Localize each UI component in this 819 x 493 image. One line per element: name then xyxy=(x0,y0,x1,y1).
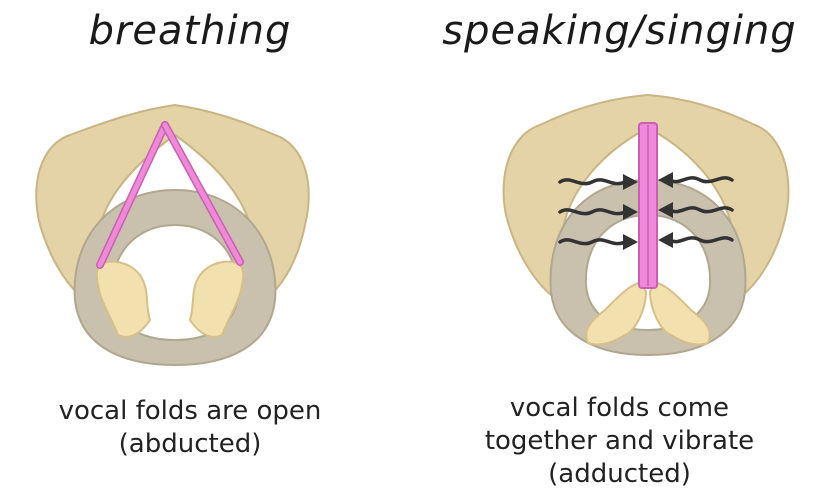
breathing-caption: vocal folds are open (abducted) xyxy=(0,395,380,461)
speaking-caption-line2: together and vibrate xyxy=(420,425,819,458)
speaking-caption-line3: (adducted) xyxy=(420,458,819,491)
breathing-caption-line1: vocal folds are open xyxy=(0,395,380,428)
breathing-caption-line2: (abducted) xyxy=(0,428,380,461)
speaking-panel: speaking/singing vocal fo xyxy=(420,0,819,493)
speaking-caption-line1: vocal folds come xyxy=(420,392,819,425)
breathing-panel: breathing vocal folds are open (abducted… xyxy=(0,0,380,493)
larynx-closed-illustration xyxy=(420,0,819,380)
larynx-open-illustration xyxy=(0,0,380,380)
speaking-caption: vocal folds come together and vibrate (a… xyxy=(420,392,819,491)
